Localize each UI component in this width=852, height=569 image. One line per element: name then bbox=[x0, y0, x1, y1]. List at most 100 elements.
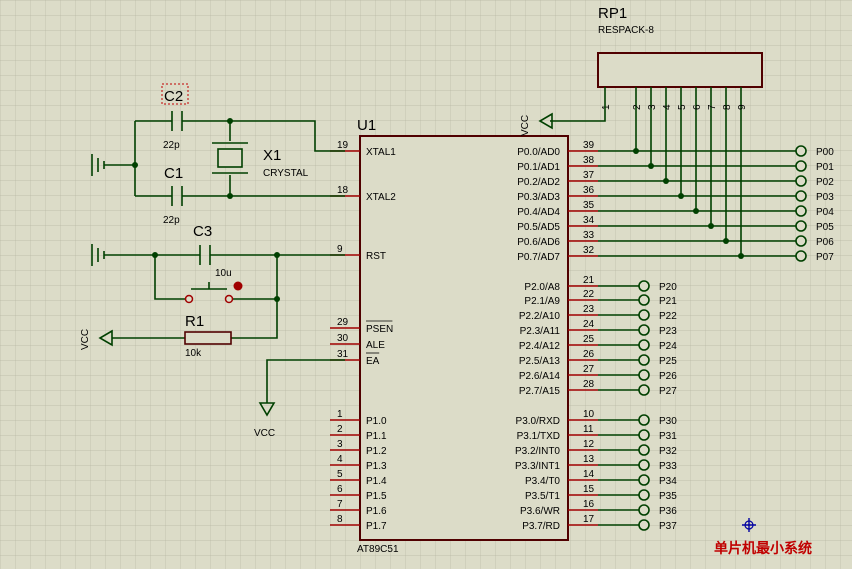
net-label: P25 bbox=[659, 356, 677, 367]
r1-symbol[interactable] bbox=[184, 331, 232, 345]
mcu-pin-number: 35 bbox=[583, 200, 595, 211]
mcu-pin-label: XTAL1 bbox=[366, 147, 396, 158]
mcu-pin-number: 14 bbox=[583, 469, 595, 480]
net-label: P32 bbox=[659, 446, 677, 457]
mcu-pin-number: 25 bbox=[583, 334, 595, 345]
mcu-pin-number: 26 bbox=[583, 349, 595, 360]
mcu-pin-label: RST bbox=[366, 251, 386, 262]
c3-value: 10u bbox=[215, 268, 232, 279]
mcu-pin-label: P3.4/T0 bbox=[525, 476, 560, 487]
net-terminal-P32[interactable] bbox=[638, 444, 650, 456]
net-terminal-P06[interactable] bbox=[795, 235, 807, 247]
net-terminal-P26[interactable] bbox=[638, 369, 650, 381]
mcu-pin-number: 19 bbox=[337, 140, 349, 151]
net-terminal-P30[interactable] bbox=[638, 414, 650, 426]
net-label: P07 bbox=[816, 252, 834, 263]
push-button-icon[interactable] bbox=[191, 282, 227, 290]
vcc-label-left: VCC bbox=[80, 329, 91, 350]
mcu-pin-number: 3 bbox=[337, 439, 343, 450]
mcu-pin-label: EA bbox=[366, 356, 380, 367]
net-terminal-P27[interactable] bbox=[638, 384, 650, 396]
mcu-pin-label: P2.6/A14 bbox=[519, 371, 561, 382]
mcu-pin-number: 9 bbox=[337, 244, 343, 255]
mcu-pin-label: P2.5/A13 bbox=[519, 356, 561, 367]
mcu-pin-number: 37 bbox=[583, 170, 595, 181]
x1-symbol[interactable] bbox=[217, 148, 243, 168]
mcu-pin-label: P2.2/A10 bbox=[519, 311, 561, 322]
mcu-pin-number: 6 bbox=[337, 484, 343, 495]
mcu-pin-label: P3.0/RXD bbox=[516, 416, 560, 427]
mcu-pin-number: 32 bbox=[583, 245, 595, 256]
rp1-pin-number: 9 bbox=[737, 104, 748, 110]
net-terminal-P00[interactable] bbox=[795, 145, 807, 157]
mcu-pin-label: P0.5/AD5 bbox=[517, 222, 560, 233]
mcu-pin-label: XTAL2 bbox=[366, 192, 396, 203]
mcu-pin-label: P2.7/A15 bbox=[519, 386, 561, 397]
net-terminal-P20[interactable] bbox=[638, 280, 650, 292]
net-terminal-P25[interactable] bbox=[638, 354, 650, 366]
net-terminal-P33[interactable] bbox=[638, 459, 650, 471]
c1-ref: C1 bbox=[164, 165, 183, 182]
mcu-pin-label: P3.5/T1 bbox=[525, 491, 560, 502]
net-terminal-P01[interactable] bbox=[795, 160, 807, 172]
mcu-right-pins: 39P0.0/AD038P0.1/AD137P0.2/AD236P0.3/AD3… bbox=[515, 140, 598, 532]
net-terminal-P03[interactable] bbox=[795, 190, 807, 202]
rp1-pin-number: 8 bbox=[722, 104, 733, 110]
net-label: P05 bbox=[816, 222, 834, 233]
net-terminal-P04[interactable] bbox=[795, 205, 807, 217]
mcu-pin-label: P0.6/AD6 bbox=[517, 237, 560, 248]
net-terminal-P37[interactable] bbox=[638, 519, 650, 531]
rp1-body[interactable] bbox=[597, 52, 763, 88]
mcu-pin-label: P0.4/AD4 bbox=[517, 207, 560, 218]
net-terminal-P34[interactable] bbox=[638, 474, 650, 486]
net-label: P00 bbox=[816, 147, 834, 158]
x1-part: CRYSTAL bbox=[263, 168, 309, 179]
net-label: P36 bbox=[659, 506, 677, 517]
net-terminal-P24[interactable] bbox=[638, 339, 650, 351]
net-terminal-P22[interactable] bbox=[638, 309, 650, 321]
mcu-ref: U1 bbox=[357, 117, 376, 134]
ground-icon-reset bbox=[91, 244, 200, 266]
net-label: P33 bbox=[659, 461, 677, 472]
button-actuator-icon[interactable] bbox=[233, 281, 243, 291]
mcu-pin-number: 29 bbox=[337, 317, 349, 328]
net-label: P27 bbox=[659, 386, 677, 397]
net-terminal-P07[interactable] bbox=[795, 250, 807, 262]
net-label: P21 bbox=[659, 296, 677, 307]
rp1-pin-number: 5 bbox=[677, 104, 688, 110]
vcc-label-bottom: VCC bbox=[254, 428, 275, 439]
mcu-pin-number: 12 bbox=[583, 439, 595, 450]
mcu-pin-label: P1.4 bbox=[366, 476, 387, 487]
r1-ref: R1 bbox=[185, 313, 204, 330]
net-terminal-P05[interactable] bbox=[795, 220, 807, 232]
mcu-pin-number: 24 bbox=[583, 319, 595, 330]
mcu-pin-label: PSEN bbox=[366, 324, 393, 335]
vcc-arrow-left-icon bbox=[98, 329, 113, 347]
mcu-body[interactable] bbox=[359, 135, 569, 541]
net-terminal-P02[interactable] bbox=[795, 175, 807, 187]
mcu-pin-number: 4 bbox=[337, 454, 343, 465]
net-terminal-P21[interactable] bbox=[638, 294, 650, 306]
mcu-pin-label: P1.6 bbox=[366, 506, 387, 517]
mcu-pin-label: P0.7/AD7 bbox=[517, 252, 560, 263]
c2-symbol[interactable] bbox=[171, 111, 183, 131]
c1-symbol[interactable] bbox=[171, 186, 183, 206]
mcu-pin-label: P3.6/WR bbox=[520, 506, 560, 517]
c1-value: 22p bbox=[163, 215, 180, 226]
net-terminal-P36[interactable] bbox=[638, 504, 650, 516]
mcu-pin-label: P2.1/A9 bbox=[524, 296, 560, 307]
rp1-pin-number: 4 bbox=[662, 104, 673, 110]
net-terminal-P31[interactable] bbox=[638, 429, 650, 441]
net-terminal-P23[interactable] bbox=[638, 324, 650, 336]
mcu-pin-number: 16 bbox=[583, 499, 595, 510]
ground-icon bbox=[91, 154, 135, 176]
rp1-vcc-wire bbox=[550, 87, 606, 122]
net-label: P37 bbox=[659, 521, 677, 532]
net-label: P35 bbox=[659, 491, 677, 502]
mcu-pin-label: P2.0/A8 bbox=[524, 282, 560, 293]
mcu-pin-label: P1.1 bbox=[366, 431, 387, 442]
net-label: P20 bbox=[659, 282, 677, 293]
net-label: P02 bbox=[816, 177, 834, 188]
net-terminal-P35[interactable] bbox=[638, 489, 650, 501]
